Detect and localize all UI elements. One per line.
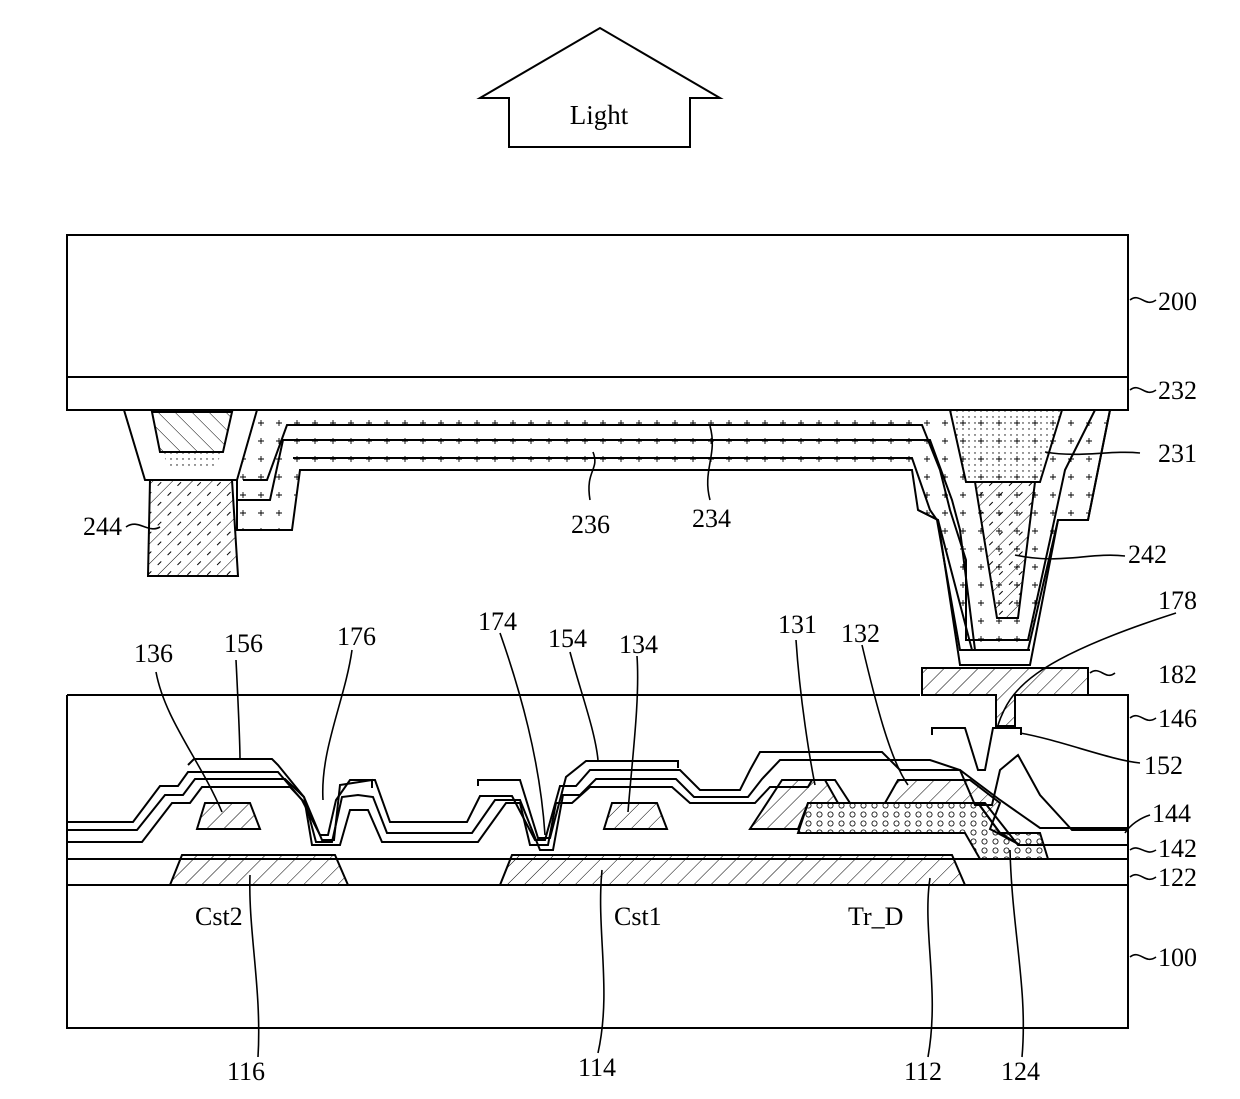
label-244: 244 xyxy=(83,512,122,541)
label-136: 136 xyxy=(134,639,173,668)
label-132: 132 xyxy=(841,619,880,648)
electrode-116 xyxy=(170,855,348,885)
electrode-134 xyxy=(604,803,667,829)
bank-left xyxy=(124,410,257,480)
light-arrow: Light xyxy=(480,28,720,147)
label-182: 182 xyxy=(1158,660,1197,689)
label-232: 232 xyxy=(1158,376,1197,405)
label-112: 112 xyxy=(904,1057,942,1086)
label-122: 122 xyxy=(1158,863,1197,892)
label-242: 242 xyxy=(1128,540,1167,569)
spacer-244 xyxy=(148,480,238,576)
label-156: 156 xyxy=(224,629,263,658)
label-134: 134 xyxy=(619,630,658,659)
label-234: 234 xyxy=(692,504,731,533)
label-174: 174 xyxy=(478,607,517,636)
label-114: 114 xyxy=(578,1053,616,1082)
label-176: 176 xyxy=(337,622,376,651)
electrode-114-112 xyxy=(500,855,965,885)
pad-182 xyxy=(922,668,1088,726)
layer-232 xyxy=(67,377,1128,410)
light-label: Light xyxy=(570,100,629,130)
label-152: 152 xyxy=(1144,751,1183,780)
label-154: 154 xyxy=(548,624,587,653)
layer-236 xyxy=(237,440,1030,650)
label-cst1: Cst1 xyxy=(614,902,662,931)
electrode-136 xyxy=(197,803,260,829)
label-cst2: Cst2 xyxy=(195,902,243,931)
label-146: 146 xyxy=(1158,704,1197,733)
label-236: 236 xyxy=(571,510,610,539)
label-116: 116 xyxy=(227,1057,265,1086)
label-231: 231 xyxy=(1158,439,1197,468)
label-tr-d: Tr_D xyxy=(848,902,903,931)
label-178: 178 xyxy=(1158,586,1197,615)
label-131: 131 xyxy=(778,610,817,639)
upper-substrate-200 xyxy=(67,235,1128,377)
label-144: 144 xyxy=(1152,799,1191,828)
label-142: 142 xyxy=(1158,834,1197,863)
label-124: 124 xyxy=(1001,1057,1040,1086)
label-200: 200 xyxy=(1158,287,1197,316)
label-100: 100 xyxy=(1158,943,1197,972)
